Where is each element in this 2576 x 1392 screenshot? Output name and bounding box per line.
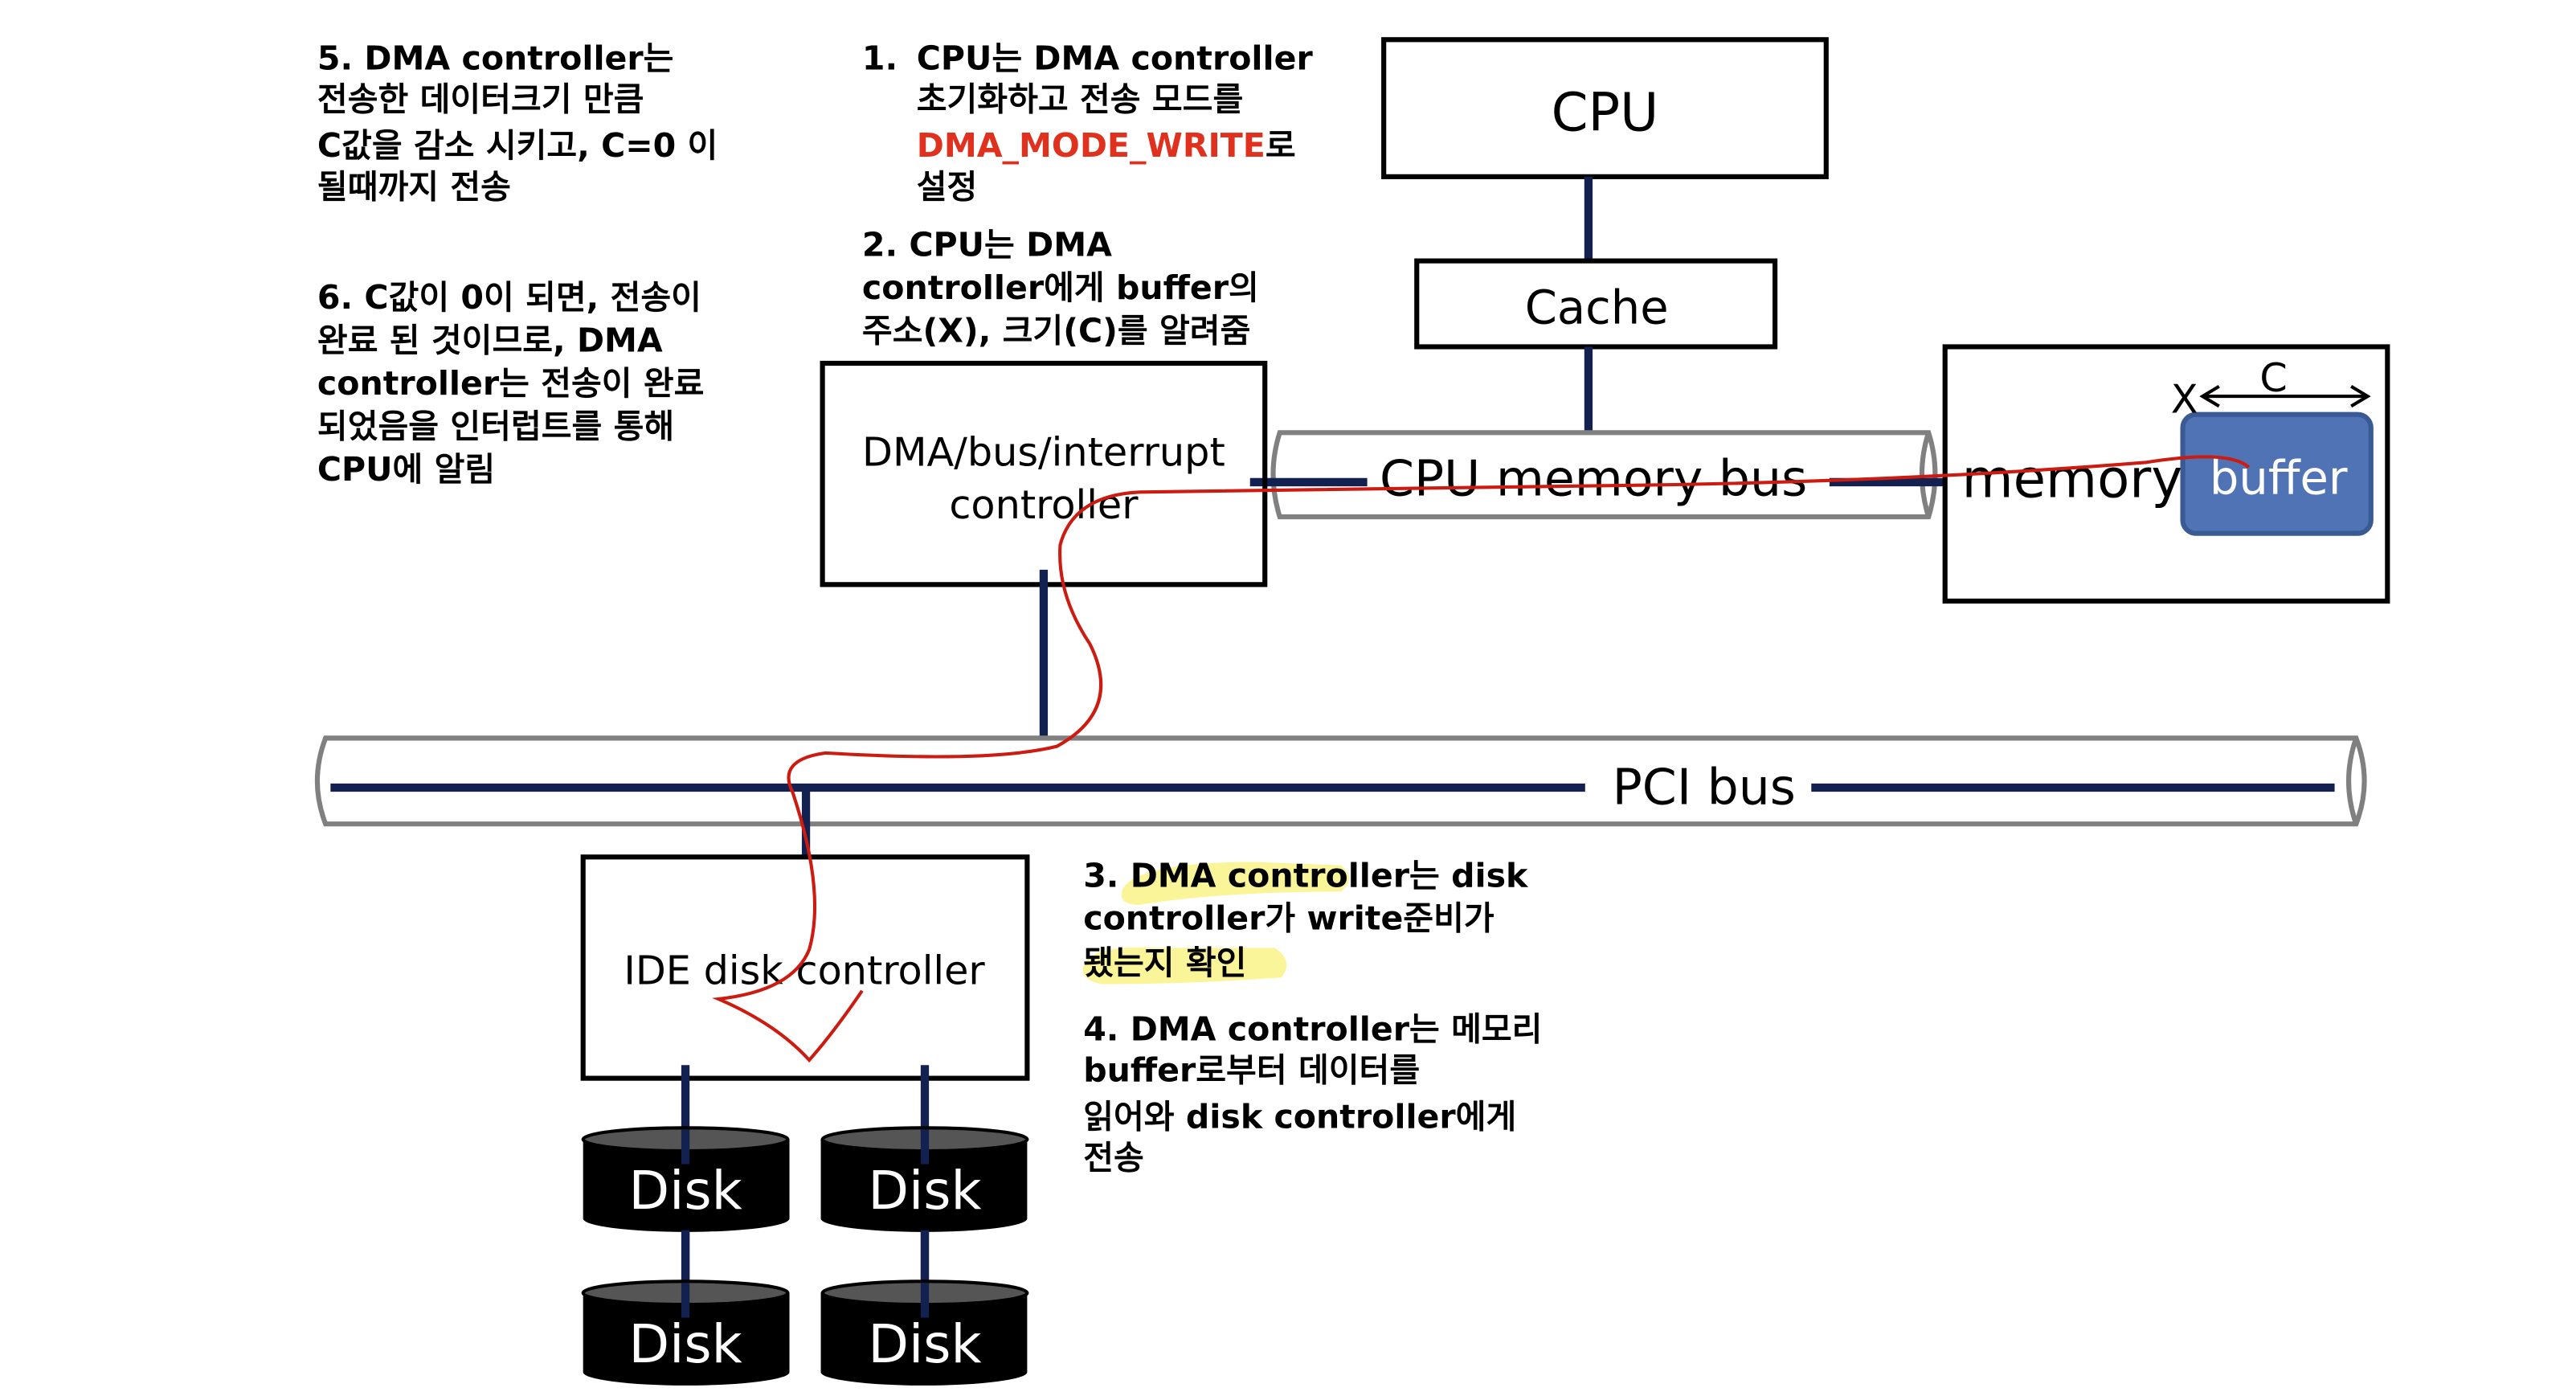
pci-bus-label: PCI bus (1613, 759, 1796, 817)
cpu-memory-bus-label: CPU memory bus (1380, 449, 1807, 507)
pci-bus: PCI bus (314, 735, 2367, 827)
cpu-label: CPU (1552, 81, 1659, 143)
ide-controller-box (580, 854, 1030, 1081)
svg-text:Disk: Disk (628, 1313, 742, 1375)
svg-text:전송한 데이터크기 만큼: 전송한 데이터크기 만큼 (317, 80, 644, 119)
data-flow-annotation (712, 455, 2251, 1063)
highlight-confirm (1082, 947, 1287, 985)
cache-label: Cache (1525, 281, 1669, 335)
step4-note: 4. DMA controller는 메모리 buffer로부터 데이터를 읽어… (1083, 1009, 1542, 1177)
cpu-box (1381, 37, 1829, 179)
step1-note: 1. CPU는 DMA controller 초기화하고 전송 모드를 DMA_… (862, 39, 1314, 206)
svg-text:되었음을 인터럽트를 통해: 되었음을 인터럽트를 통해 (317, 407, 674, 445)
svg-text:buffer로부터 데이터를: buffer로부터 데이터를 (1083, 1051, 1420, 1090)
svg-text:4. DMA controller는 메모리: 4. DMA controller는 메모리 (1083, 1009, 1542, 1048)
svg-text:됐는지 확인: 됐는지 확인 (1083, 944, 1246, 982)
svg-text:될때까지 전송: 될때까지 전송 (317, 168, 511, 207)
dma-controller-label-1: DMA/bus/interrupt (862, 428, 1225, 475)
step2-note: 2. CPU는 DMA controller에게 buffer의 주소(X), … (862, 225, 1259, 350)
ide-controller-label: IDE disk controller (624, 948, 985, 994)
svg-text:전송: 전송 (1083, 1139, 1144, 1177)
svg-text:완료 된 것이므로, DMA: 완료 된 것이므로, DMA (317, 321, 663, 360)
svg-text:CPU는 DMA controller: CPU는 DMA controller (917, 39, 1314, 77)
svg-text:5. DMA controller는: 5. DMA controller는 (317, 39, 674, 77)
cpu-memory-bus: CPU memory bus (1249, 430, 1969, 520)
svg-text:Disk: Disk (628, 1160, 742, 1222)
svg-text:CPU에 알림: CPU에 알림 (317, 450, 495, 489)
buffer-address-label: X (2171, 376, 2198, 423)
svg-text:2. CPU는 DMA: 2. CPU는 DMA (862, 225, 1112, 264)
size-arrow (2199, 385, 2371, 408)
svg-text:1.: 1. (862, 39, 898, 77)
buffer-size-label: C (2259, 354, 2287, 401)
disk: Disk (581, 1279, 790, 1386)
svg-text:초기화하고 전송 모드를: 초기화하고 전송 모드를 (917, 80, 1244, 119)
svg-text:Disk: Disk (868, 1313, 981, 1375)
cache-box (1414, 258, 1778, 350)
disk: Disk (820, 1279, 1029, 1386)
svg-text:controller가 write준비가: controller가 write준비가 (1083, 899, 1494, 938)
step5-note: 5. DMA controller는 전송한 데이터크기 만큼 C값을 감소 시… (317, 39, 718, 206)
svg-text:3. DMA controller는 disk: 3. DMA controller는 disk (1083, 856, 1529, 895)
memory-label: memory (1962, 448, 2183, 510)
svg-text:C값을 감소 시키고, C=0 이: C값을 감소 시키고, C=0 이 (317, 126, 718, 165)
svg-text:설정: 설정 (917, 168, 978, 207)
svg-text:주소(X), 크기(C)를 알려줌: 주소(X), 크기(C)를 알려줌 (862, 311, 1250, 350)
dma-mode-write: DMA_MODE_WRITE (917, 126, 1266, 165)
svg-text:controller는 전송이 완료: controller는 전송이 완료 (317, 364, 705, 403)
dma-controller-label-2: controller (949, 481, 1139, 528)
svg-text:DMA_MODE_WRITE로: DMA_MODE_WRITE로 (917, 126, 1296, 165)
highlight-dma-controller (1121, 862, 1350, 905)
disk: Disk (820, 1126, 1029, 1232)
step6-note: 6. C값이 0이 되면, 전송이 완료 된 것이므로, DMA control… (317, 278, 705, 489)
svg-text:Disk: Disk (868, 1160, 981, 1222)
disk: Disk (581, 1126, 790, 1232)
svg-text:읽어와 disk controller에게: 읽어와 disk controller에게 (1083, 1097, 1516, 1136)
step3-note: 3. DMA controller는 disk controller가 writ… (1083, 856, 1529, 982)
buffer-box (2180, 411, 2374, 536)
svg-text:controller에게 buffer의: controller에게 buffer의 (862, 268, 1259, 307)
svg-text:6. C값이 0이 되면, 전송이: 6. C값이 0이 되면, 전송이 (317, 278, 701, 317)
